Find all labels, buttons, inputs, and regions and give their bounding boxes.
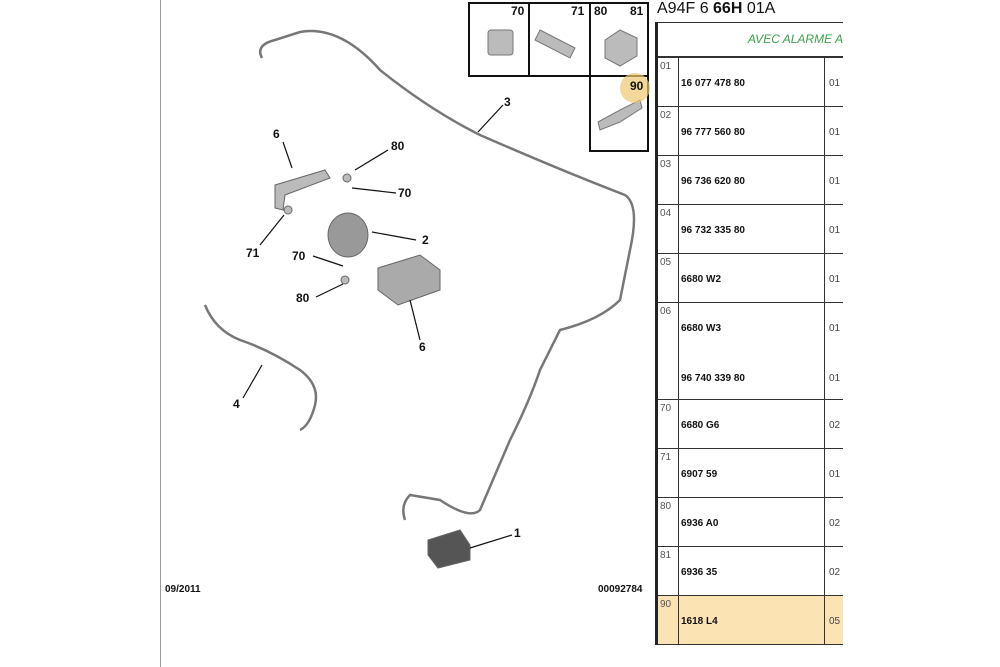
harness-3	[258, 29, 636, 521]
quantity: 01	[829, 225, 841, 236]
label-part-6[interactable]: 6	[419, 340, 426, 354]
table-row[interactable]: 80 6936 A0 02	[658, 498, 843, 547]
part-number[interactable]: 1618 L4	[681, 616, 718, 627]
label-part-3[interactable]: 3	[504, 95, 511, 109]
table-row[interactable]: 02 96 777 560 80 01	[658, 107, 843, 156]
row-number: 71	[660, 452, 672, 463]
quantity: 05	[829, 616, 841, 627]
bracket-5	[274, 169, 331, 211]
table-row[interactable]: 71 6907 59 01	[658, 449, 843, 498]
part-number[interactable]: 16 077 478 80	[681, 78, 745, 89]
row-number: 81	[660, 550, 672, 561]
quantity: 02	[829, 518, 841, 529]
row-number: 02	[660, 110, 672, 121]
ref-suffix: 01A	[742, 0, 776, 17]
label-part-1[interactable]: 1	[514, 526, 521, 540]
part-number[interactable]: 96 736 620 80	[681, 176, 745, 187]
quantity: 02	[829, 567, 841, 578]
sensor-1	[427, 529, 471, 569]
quantity: 01	[829, 176, 841, 187]
quantity: 01	[829, 373, 841, 384]
inset-label-80[interactable]: 80	[594, 4, 608, 18]
part-number[interactable]: 6680 W3	[681, 323, 722, 334]
condition-header: AVEC ALARME A	[658, 22, 843, 58]
row-number: 90	[660, 599, 672, 610]
nut-80	[342, 173, 352, 183]
label-part-70b[interactable]: 70	[292, 249, 306, 263]
row-number: 03	[660, 159, 672, 170]
siren-2	[327, 212, 369, 258]
module-6	[377, 254, 441, 306]
inset-label-90[interactable]: 90	[630, 79, 644, 93]
table-row[interactable]: 05 6680 W2 01	[658, 254, 843, 303]
table-row[interactable]: 90 1618 L4 05	[658, 596, 843, 645]
hardware-inset	[468, 2, 649, 152]
harness-4	[203, 304, 318, 432]
label-part-4[interactable]: 4	[233, 397, 240, 411]
row-number: 05	[660, 257, 672, 268]
ref-prefix: A94F 6	[657, 0, 714, 17]
table-row[interactable]: 03 96 736 620 80 01	[658, 156, 843, 205]
nut-80b	[340, 275, 350, 285]
label-part-2[interactable]: 2	[422, 233, 429, 247]
quantity: 01	[829, 469, 841, 480]
reference-code: A94F 6 66H 01A	[657, 0, 840, 22]
table-row[interactable]: 81 6936 35 02	[658, 547, 843, 596]
quantity: 01	[829, 78, 841, 89]
quantity: 02	[829, 420, 841, 431]
table-row[interactable]: 04 96 732 335 80 01	[658, 205, 843, 254]
exploded-parts-diagram	[203, 2, 649, 569]
quantity: 01	[829, 127, 841, 138]
label-part-71[interactable]: 71	[246, 246, 260, 260]
part-number[interactable]: 6907 59	[681, 469, 718, 480]
diagram-date: 09/2011	[165, 584, 201, 595]
label-part-5[interactable]: 6	[273, 127, 280, 141]
label-part-70[interactable]: 70	[398, 186, 412, 200]
table-row[interactable]: 06 6680 W3 01 96 740 339 80 01	[658, 303, 843, 400]
inset-label-71[interactable]: 71	[571, 4, 585, 18]
part-number[interactable]: 96 732 335 80	[681, 225, 745, 236]
table-row[interactable]: 01 16 077 478 80 01	[658, 58, 843, 107]
row-number: 04	[660, 208, 672, 219]
table-row[interactable]: 70 6680 G6 02	[658, 400, 843, 449]
highlight-callout	[620, 73, 650, 103]
part-number[interactable]: 6936 35	[681, 567, 718, 578]
row-number: 80	[660, 501, 672, 512]
row-number: 06	[660, 306, 672, 317]
quantity: 01	[829, 274, 841, 285]
row-number: 70	[660, 403, 672, 414]
inset-label-70[interactable]: 70	[511, 4, 525, 18]
row-number: 01	[660, 61, 672, 72]
part-number[interactable]: 6936 A0	[681, 518, 719, 529]
inset-label-81[interactable]: 81	[630, 4, 644, 18]
ref-group: 66H	[713, 0, 743, 17]
part-number[interactable]: 6680 G6	[681, 420, 720, 431]
diagram-number: 00092784	[598, 584, 643, 595]
screw-71	[283, 205, 293, 215]
part-number[interactable]: 96 740 339 80	[681, 373, 745, 384]
left-border	[160, 0, 161, 667]
parts-table: AVEC ALARME A 01 16 077 478 80 01 02 96 777 …	[655, 22, 843, 645]
label-part-80[interactable]: 80	[391, 139, 405, 153]
part-number[interactable]: 6680 W2	[681, 274, 722, 285]
part-number[interactable]: 96 777 560 80	[681, 127, 745, 138]
label-part-80b[interactable]: 80	[296, 291, 310, 305]
quantity: 01	[829, 323, 841, 334]
